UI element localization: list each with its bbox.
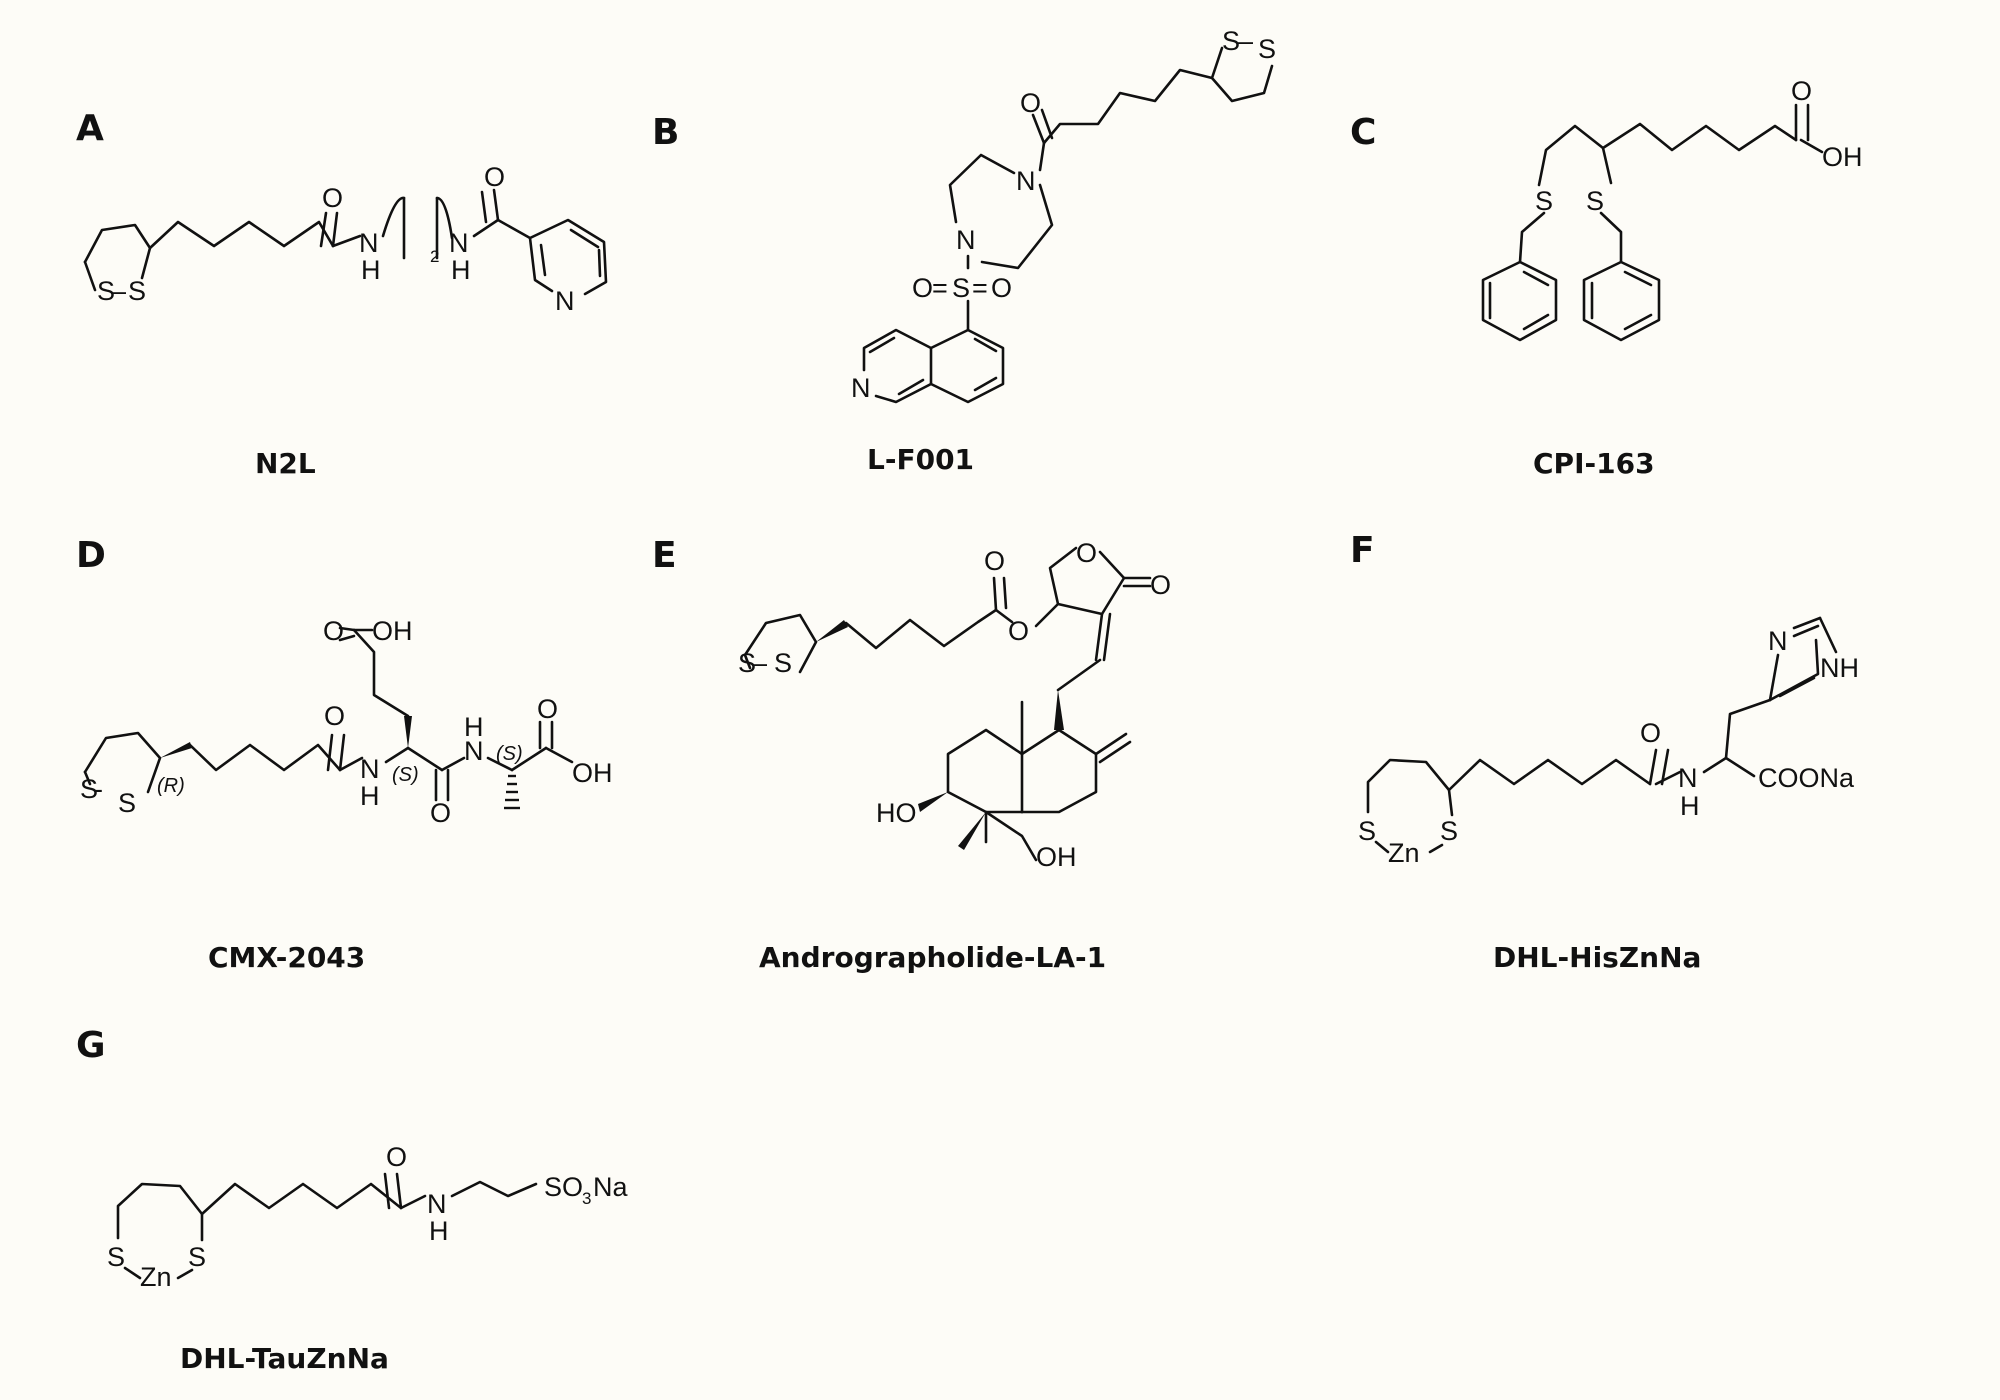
panel-letter-g: G <box>76 1025 106 1066</box>
svg-text:O: O <box>1020 88 1041 118</box>
compound-name-dhl-hiszna: DHL-HisZnNa <box>1493 941 1702 974</box>
svg-text:COONa: COONa <box>1758 763 1855 793</box>
svg-text:N: N <box>1016 166 1036 196</box>
svg-text:S: S <box>1440 816 1458 846</box>
svg-text:S: S <box>1586 186 1604 216</box>
svg-text:S: S <box>97 276 115 306</box>
structure-cpi-163: O OH S S <box>1481 76 1863 342</box>
svg-text:–: – <box>1238 26 1253 56</box>
svg-text:SO: SO <box>544 1172 583 1202</box>
svg-text:N: N <box>427 1189 447 1219</box>
svg-text:S: S <box>188 1242 206 1272</box>
svg-text:Na: Na <box>593 1172 628 1202</box>
compound-name-n2l: N2L <box>255 447 316 480</box>
panel-letter-a: A <box>76 108 104 149</box>
panel-letter-f: F <box>1350 530 1375 571</box>
svg-text:N: N <box>1768 626 1788 656</box>
svg-text:S: S <box>1535 186 1553 216</box>
svg-text:S: S <box>80 774 98 804</box>
structure-n2l: S – S O N H 2 N H O N <box>83 162 608 316</box>
svg-text:N: N <box>449 228 469 258</box>
svg-text:NH: NH <box>1820 653 1859 683</box>
svg-text:2: 2 <box>430 247 439 266</box>
svg-text:S: S <box>774 648 792 678</box>
svg-text:O: O <box>386 1142 407 1172</box>
svg-text:O: O <box>1008 616 1029 646</box>
svg-text:O: O <box>484 162 505 192</box>
svg-text:-: - <box>94 774 103 804</box>
svg-text:OH: OH <box>572 758 613 788</box>
compound-name-cpi-163: CPI-163 <box>1533 447 1655 480</box>
panel-letter-d: D <box>76 535 106 576</box>
svg-text:Zn: Zn <box>140 1262 172 1292</box>
svg-text:=: = <box>972 273 988 303</box>
svg-text:O: O <box>912 273 933 303</box>
svg-text:O: O <box>984 546 1005 576</box>
svg-text:(R): (R) <box>157 775 185 797</box>
svg-text:O: O <box>1076 538 1097 568</box>
svg-text:O: O <box>430 798 451 828</box>
panel-letter-c: C <box>1350 112 1377 153</box>
svg-text:OH: OH <box>1036 842 1077 872</box>
svg-text:HO: HO <box>876 798 917 828</box>
svg-text:O: O <box>323 616 344 646</box>
svg-text:H: H <box>464 712 484 742</box>
panel-letter-b: B <box>652 112 680 153</box>
svg-text:N: N <box>464 736 484 766</box>
structure-l-f001: S – S O N N O = S = O N <box>851 26 1276 404</box>
svg-text:Zn: Zn <box>1388 838 1420 868</box>
svg-text:H: H <box>451 255 471 285</box>
svg-text:=: = <box>932 273 948 303</box>
svg-text:–: – <box>752 648 767 678</box>
panel-letter-e: E <box>652 535 677 576</box>
svg-text:S: S <box>1258 34 1276 64</box>
svg-text:S: S <box>118 788 136 818</box>
structure-andrographolide-la-1: S – S O O O O HO OH <box>738 538 1171 872</box>
compound-name-cmx-2043: CMX-2043 <box>208 941 366 974</box>
svg-text:N: N <box>851 373 871 403</box>
svg-text:OH: OH <box>372 616 413 646</box>
compound-name-dhl-tauzna: DHL-TauZnNa <box>180 1342 389 1375</box>
svg-text:N: N <box>359 228 379 258</box>
svg-text:O: O <box>537 694 558 724</box>
svg-text:H: H <box>361 255 381 285</box>
svg-text:O: O <box>1150 570 1171 600</box>
svg-text:N: N <box>1678 763 1698 793</box>
compound-name-l-f001: L-F001 <box>867 443 975 476</box>
svg-text:3: 3 <box>582 1189 591 1208</box>
structure-cmx-2043: S - S (R) O N H O OH (S) O N H (S) <box>80 616 613 828</box>
svg-text:(S): (S) <box>496 743 523 765</box>
svg-text:S: S <box>1222 26 1240 56</box>
svg-text:O: O <box>324 701 345 731</box>
svg-text:O: O <box>1640 718 1661 748</box>
svg-text:H: H <box>360 781 380 811</box>
svg-text:S: S <box>128 276 146 306</box>
svg-text:N: N <box>555 286 575 316</box>
structure-dhl-tauzna: S S Zn O N H SO 3 Na <box>107 1142 628 1292</box>
svg-text:N: N <box>360 754 380 784</box>
structure-dhl-hiszna: S S Zn O N H COONa N NH <box>1358 616 1859 868</box>
svg-text:O: O <box>322 183 343 213</box>
svg-text:S: S <box>107 1242 125 1272</box>
svg-text:(S): (S) <box>392 764 419 786</box>
svg-text:O: O <box>991 273 1012 303</box>
compound-name-andrographolide-la-1: Andrographolide-LA-1 <box>759 941 1107 974</box>
svg-text:S: S <box>952 273 970 303</box>
svg-text:H: H <box>429 1216 449 1246</box>
svg-text:OH: OH <box>1822 142 1863 172</box>
svg-text:–: – <box>111 276 126 306</box>
svg-text:N: N <box>956 225 976 255</box>
svg-text:H: H <box>1680 791 1700 821</box>
svg-text:O: O <box>1791 76 1812 106</box>
svg-text:S: S <box>1358 816 1376 846</box>
